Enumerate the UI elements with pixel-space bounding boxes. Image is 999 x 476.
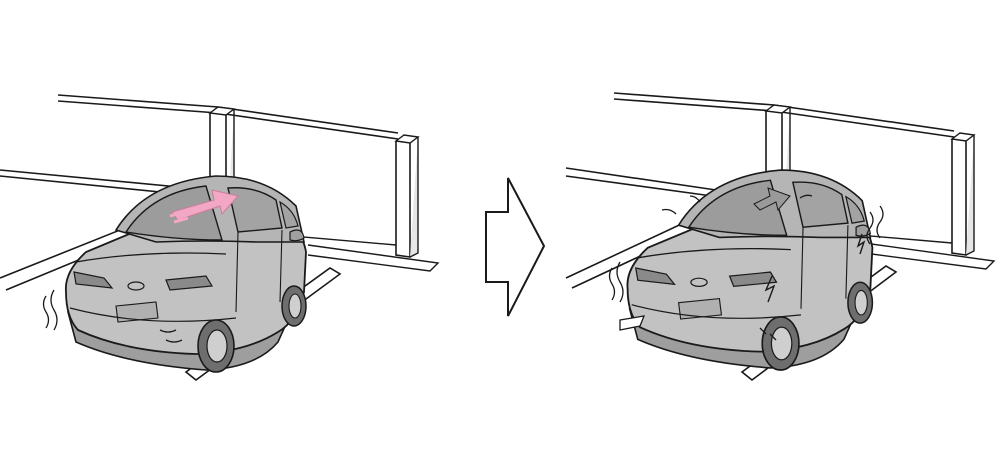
- car-rear-view: [64, 175, 307, 373]
- blocked-arrow-icon: [753, 187, 791, 212]
- wheel-stop: [619, 315, 646, 331]
- outline-right-arrow-icon: [485, 177, 546, 317]
- vibration-lines: [608, 194, 884, 341]
- panel-before: [0, 94, 439, 382]
- vibration-lines: [42, 289, 183, 343]
- panel-after: [565, 92, 995, 382]
- brake-spark-icon: [764, 233, 866, 303]
- car-rear-view: [626, 169, 874, 371]
- forward-arrow-icon: [169, 189, 239, 224]
